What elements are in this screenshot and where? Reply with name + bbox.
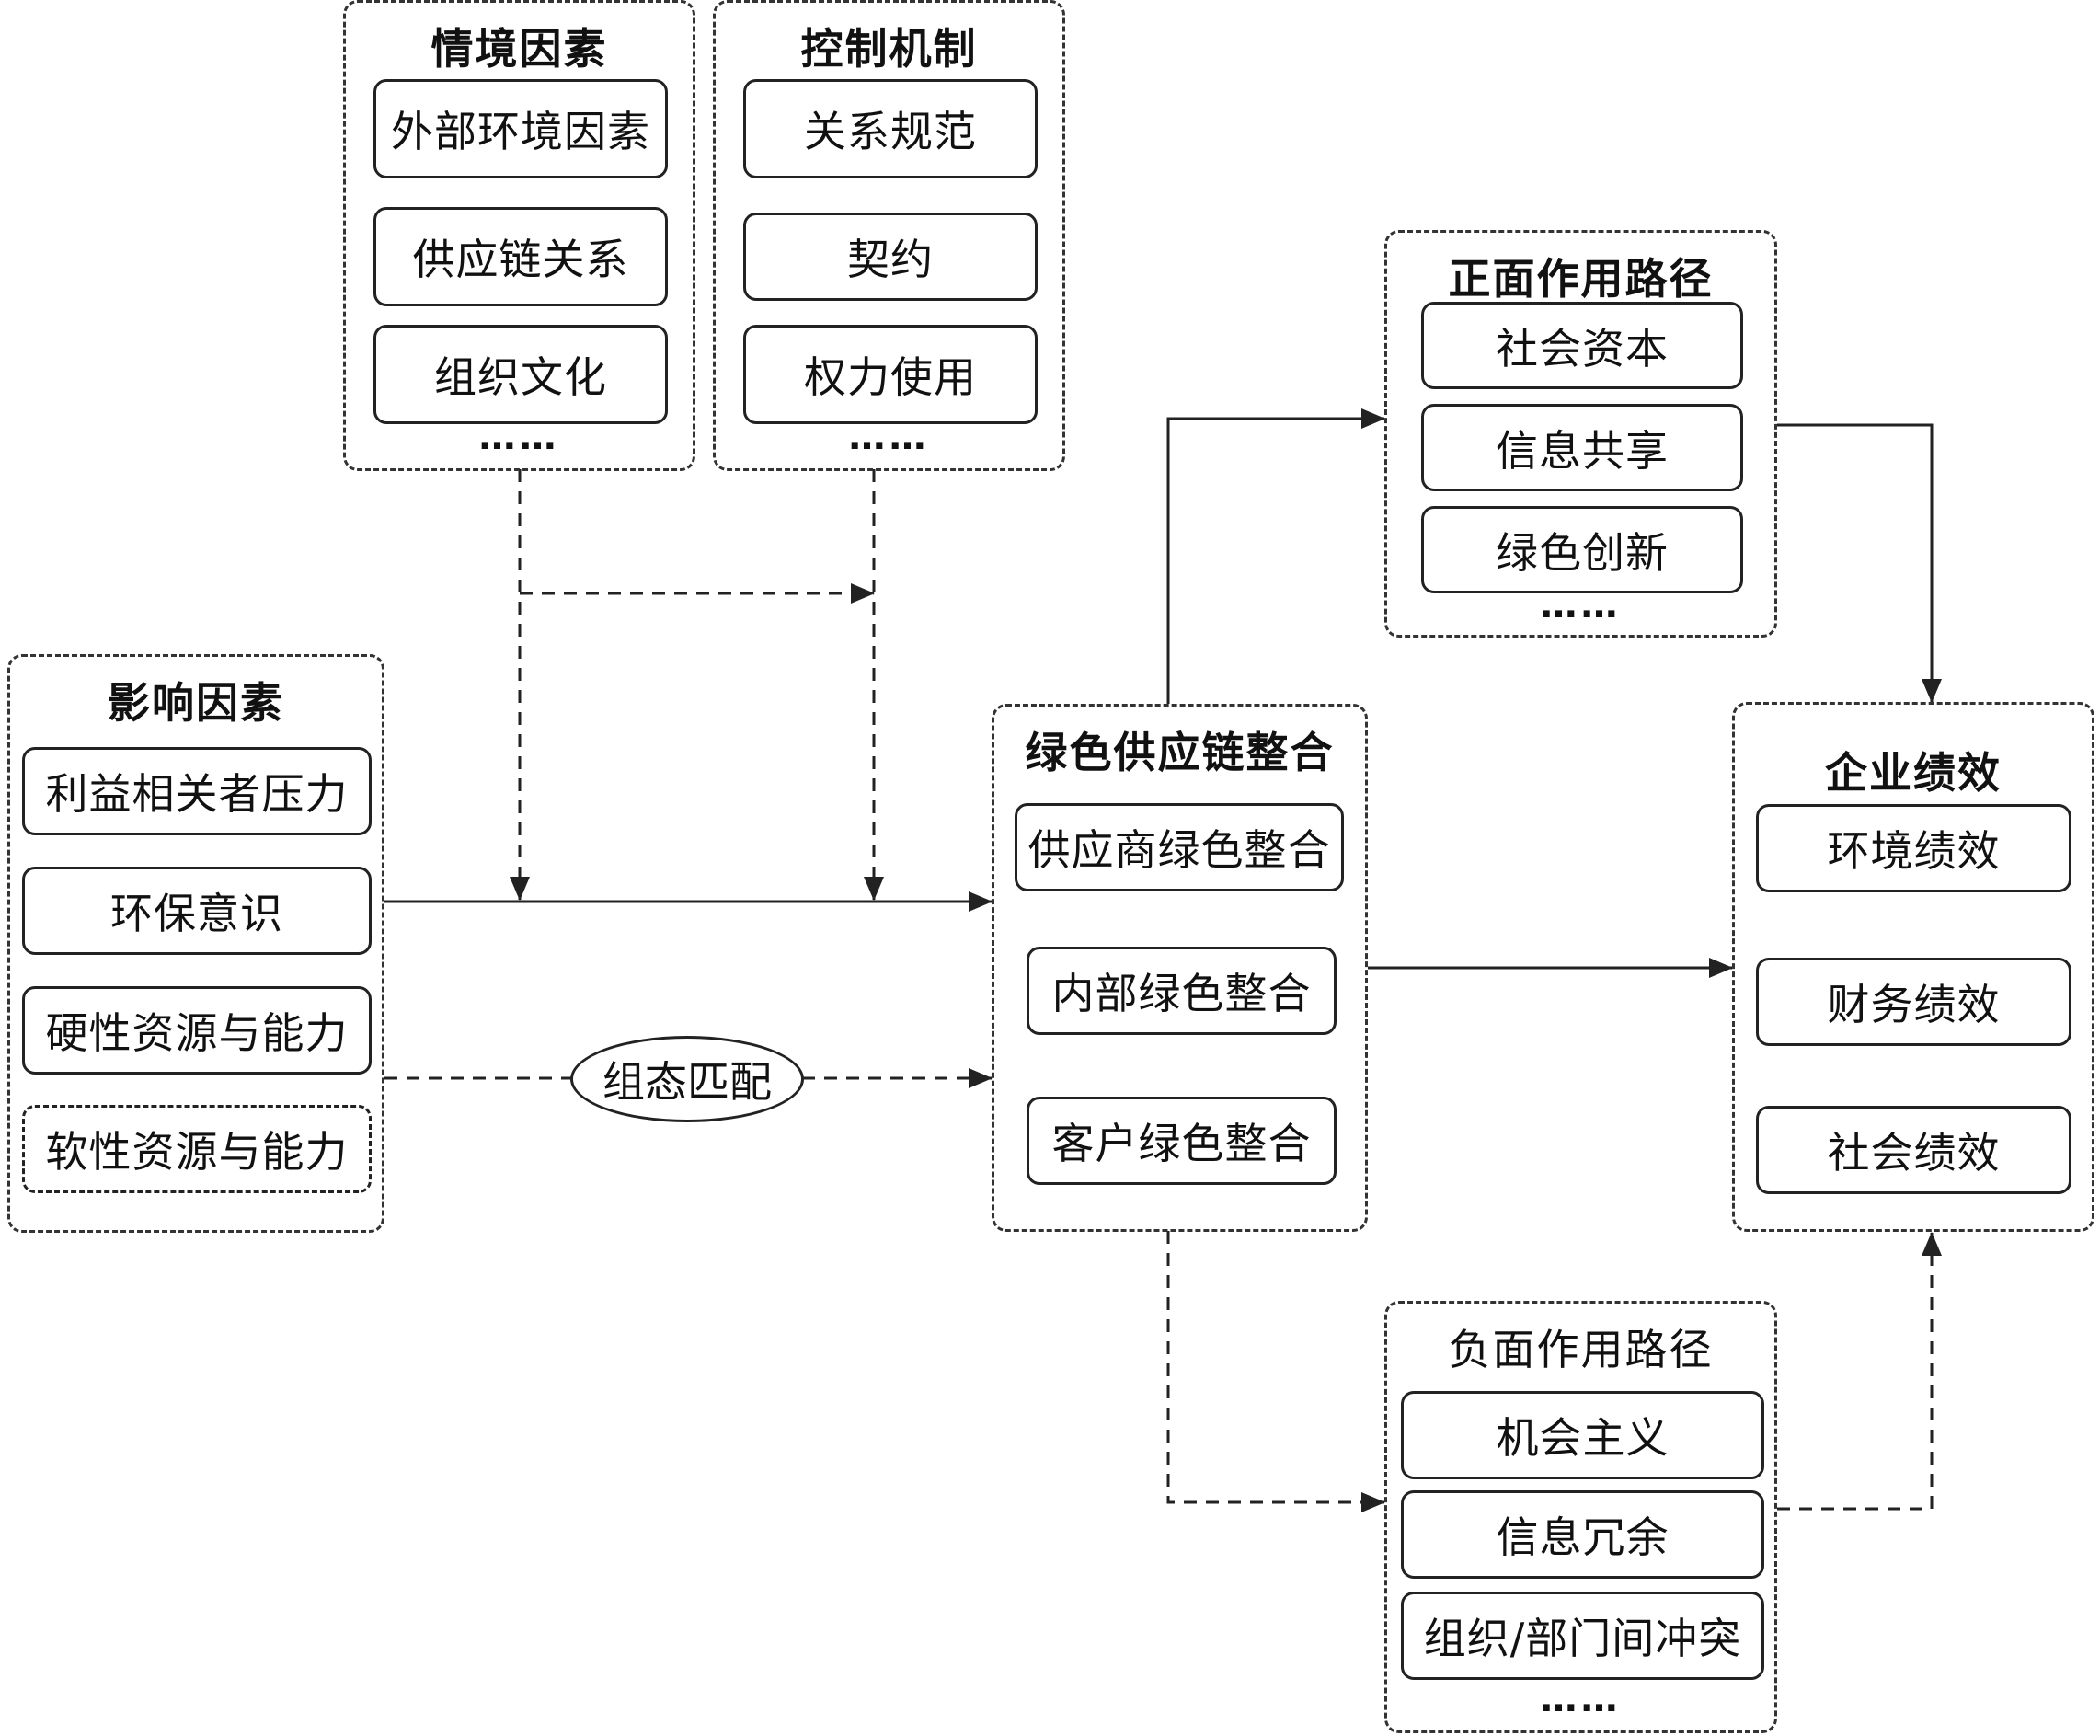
positive-path-title: 正面作用路径 [1448,254,1714,304]
positive-path-group: 正面作用路径 社会资本 信息共享 绿色创新 …… [1384,230,1777,638]
control-item-contract: 契约 [743,213,1038,301]
negative-item-interdepartmental-conflict: 组织/部门间冲突 [1401,1592,1764,1680]
positive-item-social-capital: 社会资本 [1421,302,1743,389]
positive-more-dots: …… [1540,584,1622,627]
context-item-supply-chain-relationship: 供应链关系 [373,207,668,306]
gsci-title: 绿色供应链整合 [1025,728,1335,777]
arrow-negative-to-performance [1777,1232,1942,1511]
gsci-item-supplier-integration: 供应商绿色整合 [1015,803,1344,891]
influence-item-soft-resources: 软性资源与能力 [22,1105,372,1193]
context-item-external-environment: 外部环境因素 [373,79,668,178]
performance-item-environmental: 环境绩效 [1756,804,2071,892]
negative-path-group: 负面作用路径 机会主义 信息冗余 组织/部门间冲突 …… [1384,1301,1777,1733]
performance-title: 企业绩效 [1825,748,2002,798]
negative-more-dots: …… [1540,1678,1622,1720]
positive-item-information-sharing: 信息共享 [1421,404,1743,491]
negative-path-title: 负面作用路径 [1448,1325,1714,1374]
performance-item-financial: 财务绩效 [1756,958,2071,1046]
negative-item-information-redundancy: 信息冗余 [1401,1490,1764,1579]
performance-group: 企业绩效 环境绩效 财务绩效 社会绩效 [1732,702,2094,1232]
performance-item-social: 社会绩效 [1756,1106,2071,1194]
influence-item-stakeholder-pressure: 利益相关者压力 [22,747,372,835]
control-mechanism-title: 控制机制 [800,24,978,74]
influence-factors-title: 影响因素 [108,678,284,728]
gsci-item-customer-integration: 客户绿色整合 [1027,1097,1337,1185]
influence-item-environmental-awareness: 环保意识 [22,867,372,955]
context-item-organizational-culture: 组织文化 [373,325,668,424]
context-more-dots: …… [478,416,560,458]
arrow-gsci-to-positive [1166,408,1385,704]
control-item-relational-norms: 关系规范 [743,79,1038,178]
positive-item-green-innovation: 绿色创新 [1421,506,1743,593]
gsci-item-internal-integration: 内部绿色整合 [1027,947,1337,1035]
control-more-dots: …… [848,416,930,458]
negative-item-opportunism: 机会主义 [1401,1391,1764,1479]
configuration-match-oval: 组态匹配 [570,1036,804,1122]
control-mechanism-group: 控制机制 关系规范 契约 权力使用 …… [713,0,1065,471]
arrow-gsci-to-negative [1166,1231,1385,1512]
gsci-group: 绿色供应链整合 供应商绿色整合 内部绿色整合 客户绿色整合 [992,704,1368,1232]
arrow-positive-to-performance [1777,423,1942,703]
context-factors-group: 情境因素 外部环境因素 供应链关系 组织文化 …… [343,0,695,471]
context-factors-title: 情境因素 [430,24,608,74]
control-item-power-use: 权力使用 [743,325,1038,424]
influence-item-hard-resources: 硬性资源与能力 [22,986,372,1075]
influence-factors-group: 影响因素 利益相关者压力 环保意识 硬性资源与能力 软性资源与能力 [7,654,384,1233]
